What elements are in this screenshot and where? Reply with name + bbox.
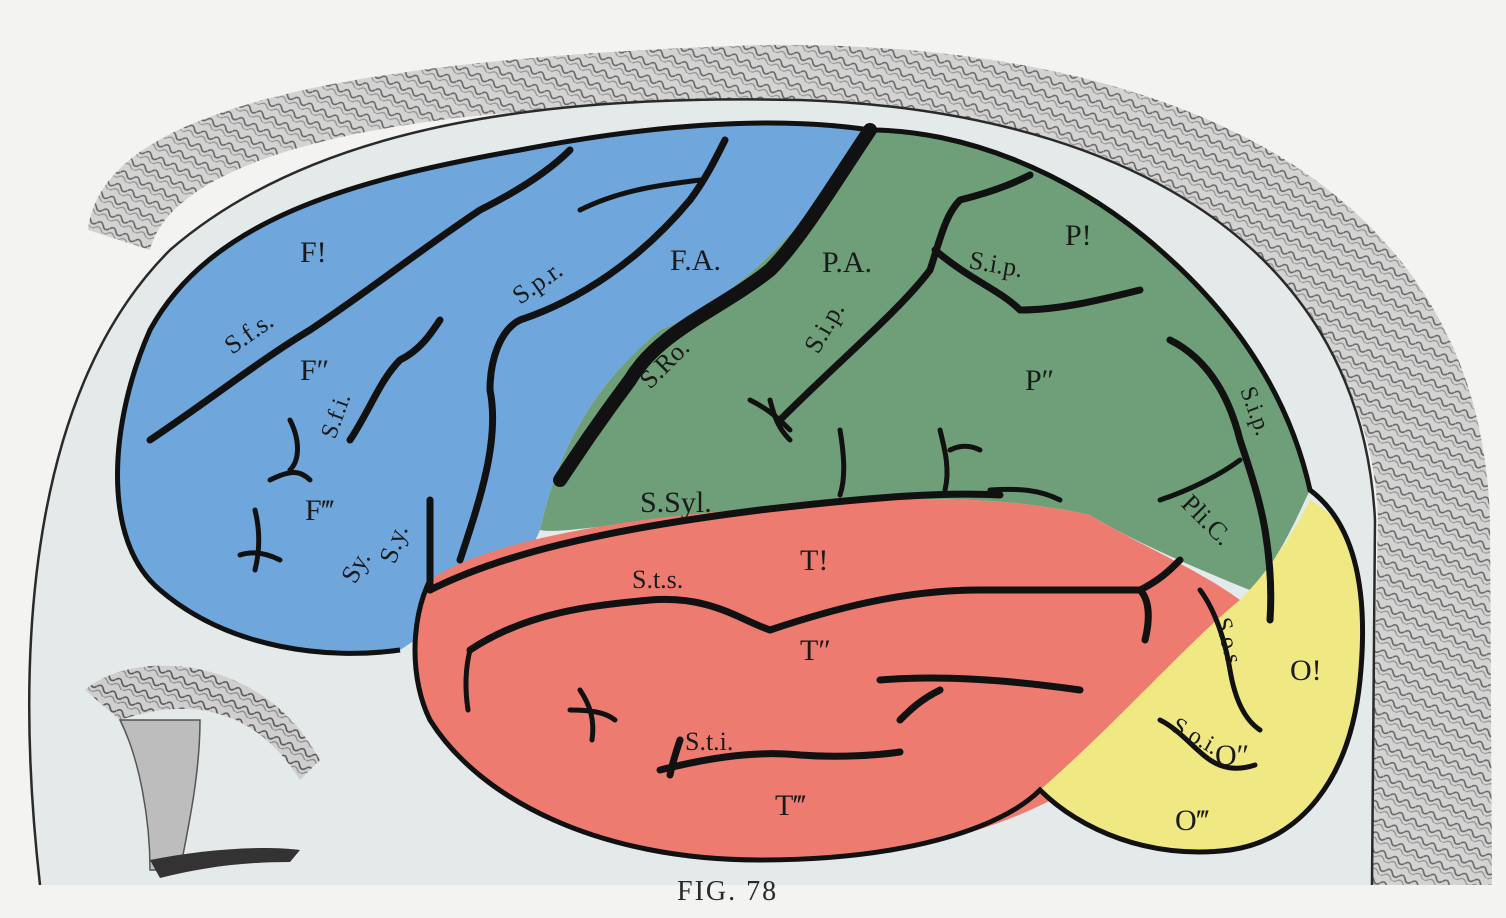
label-o3: O‴ — [1175, 804, 1210, 837]
label-ssyl: S.Syl. — [640, 486, 712, 519]
label-pa: P.A. — [822, 246, 872, 279]
label-fa: F.A. — [670, 244, 721, 277]
label-t1: T! — [800, 544, 828, 577]
label-sts: S.t.s. — [632, 565, 683, 594]
label-p2: P″ — [1025, 364, 1054, 397]
label-f2: F″ — [300, 354, 329, 387]
label-o2: O″ — [1215, 739, 1249, 772]
label-f3: F‴ — [305, 494, 335, 527]
label-t2: T″ — [800, 634, 831, 667]
label-p1: P! — [1065, 219, 1092, 252]
figure-caption: FIG. 78 — [677, 876, 778, 907]
label-sti: S.t.i. — [685, 727, 733, 756]
label-o1: O! — [1290, 654, 1322, 687]
label-f1: F! — [300, 236, 327, 269]
label-t3: T‴ — [775, 789, 806, 822]
